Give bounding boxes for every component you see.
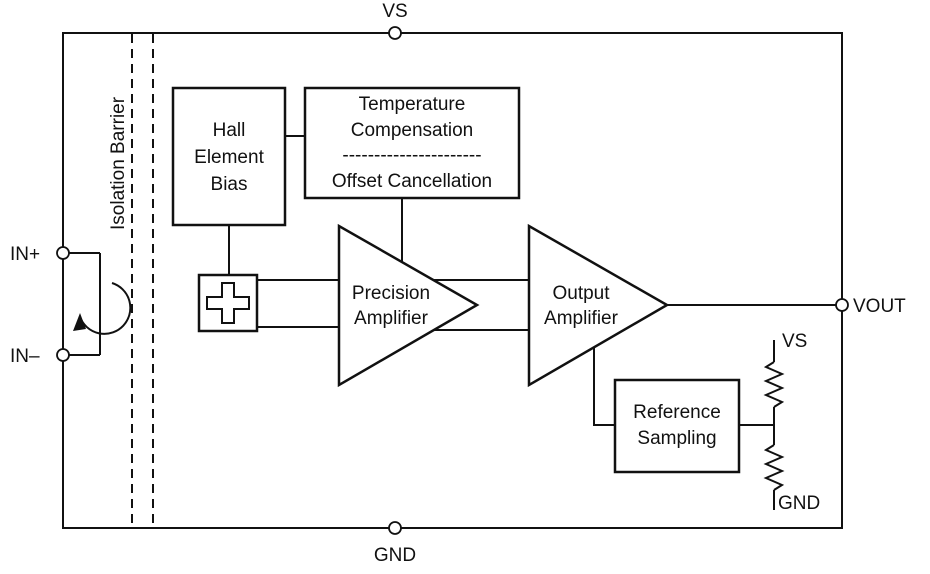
reference-line1: Reference xyxy=(633,402,721,423)
output-amplifier-triangle xyxy=(527,223,670,388)
precision-amp-line1: Precision xyxy=(352,283,430,304)
resistor-bottom-icon xyxy=(763,444,785,491)
temp-comp-separator: ---------------------- xyxy=(342,145,481,166)
flux-arrow-icon xyxy=(73,313,86,331)
vs-pin-label: VS xyxy=(382,1,407,22)
current-loop xyxy=(63,252,132,356)
in-plus-label: IN+ xyxy=(10,244,40,265)
hall-bias-line3: Bias xyxy=(211,174,248,195)
vout-pin xyxy=(835,298,849,312)
output-amp-line1: Output xyxy=(552,283,610,304)
temp-comp-box xyxy=(303,86,521,200)
precision-amp-line2: Amplifier xyxy=(354,308,429,329)
hall-cross-icon xyxy=(206,282,250,324)
isolation-barrier-label: Isolation Barrier xyxy=(108,96,129,230)
temp-comp-line1: Temperature xyxy=(359,94,466,115)
precision-amplifier-triangle xyxy=(337,223,480,388)
reference-sampling-box xyxy=(613,378,741,474)
hall-bias-line1: Hall xyxy=(213,120,246,141)
hall-bias-box xyxy=(171,86,287,227)
vs-pin xyxy=(388,26,402,40)
wire-oa-reference xyxy=(593,348,615,426)
in-minus-label: IN– xyxy=(10,346,40,367)
resistor-top-icon xyxy=(763,361,785,408)
in-minus-pin xyxy=(56,348,70,362)
gnd-pin xyxy=(388,521,402,535)
divider-vs-label: VS xyxy=(782,331,807,352)
vout-label: VOUT xyxy=(853,296,906,317)
reference-line2: Sampling xyxy=(637,428,716,449)
output-amp-line2: Amplifier xyxy=(544,308,619,329)
device-outline xyxy=(62,32,843,529)
hall-bias-line2: Element xyxy=(194,147,264,168)
in-plus-pin xyxy=(56,246,70,260)
resistor-divider xyxy=(763,340,785,510)
gnd-pin-label: GND xyxy=(374,545,416,566)
temp-comp-line3: Offset Cancellation xyxy=(332,171,492,192)
temp-comp-line2: Compensation xyxy=(351,120,474,141)
flux-arc xyxy=(79,282,132,335)
divider-gnd-label: GND xyxy=(778,493,820,514)
